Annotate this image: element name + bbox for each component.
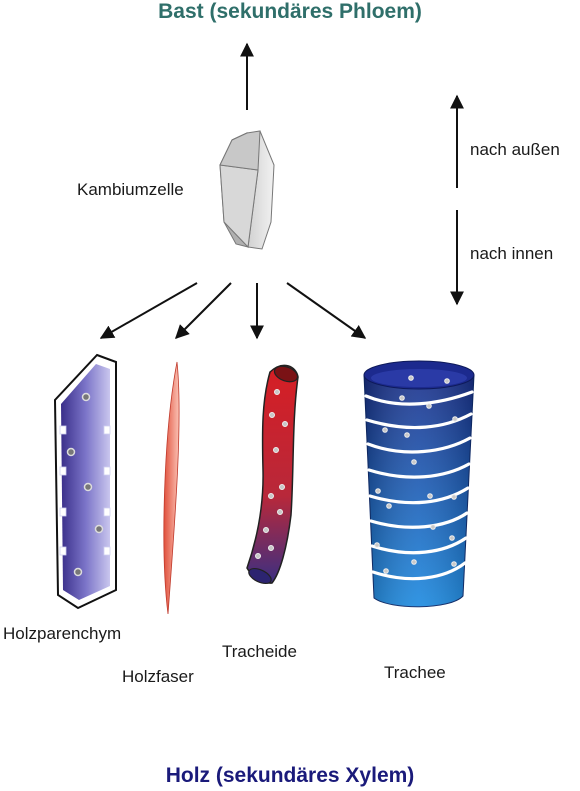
kambiumzelle-label: Kambiumzelle <box>77 180 184 199</box>
holzfaser-label: Holzfaser <box>122 667 194 686</box>
arrow-to-trachee <box>286 282 367 339</box>
phloem-title: Bast (sekundäres Phloem) <box>158 0 422 23</box>
holzfaser-cell <box>163 361 180 615</box>
tracheide-cell <box>246 364 299 585</box>
xylem-title: Holz (sekundäres Xylem) <box>165 764 415 787</box>
holzparenchym-cell <box>53 353 117 610</box>
trachee-label: Trachee <box>384 663 446 682</box>
arrow-to-holzfaser <box>175 282 232 339</box>
cambium-cell <box>219 130 275 250</box>
tracheide-label: Tracheide <box>222 642 297 661</box>
arrow-to-holzparenchym <box>99 282 198 339</box>
trachee-cell <box>363 360 475 608</box>
outward-label: nach außen <box>470 140 560 159</box>
inward-label: nach innen <box>470 244 554 263</box>
holzparenchym-label: Holzparenchym <box>3 624 122 643</box>
